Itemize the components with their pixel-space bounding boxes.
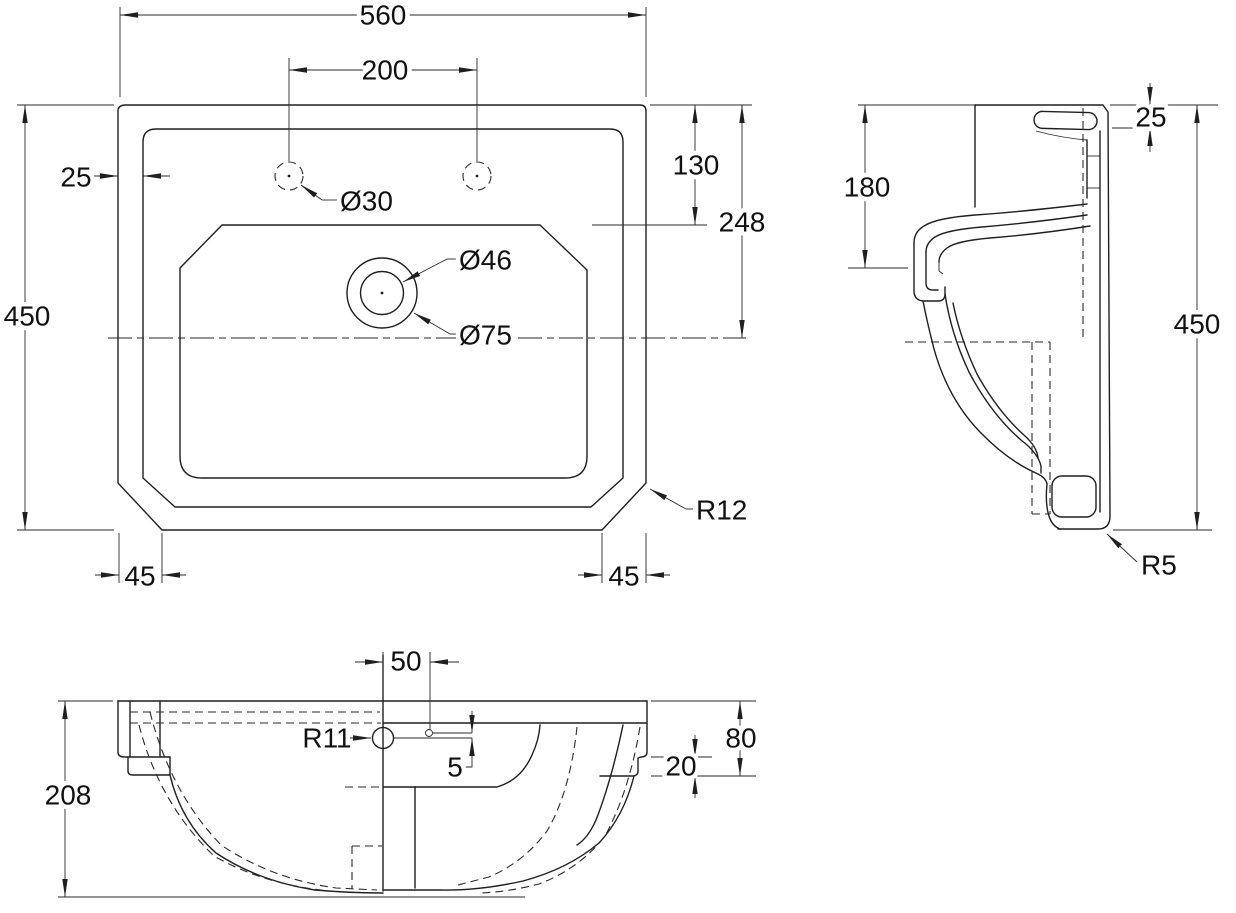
dim-plan-hole-line: 130	[673, 150, 720, 181]
dim-front-overflow-radius: R11	[302, 723, 351, 754]
dim-side-front-height: 180	[844, 172, 891, 203]
dim-plan-depth: 450	[4, 301, 51, 332]
side-back-wall	[974, 104, 1111, 530]
dim-plan-hole-spacing: 200	[362, 55, 409, 86]
dim-plan-chamfer-right: 45	[608, 561, 639, 592]
front-bowl-right	[414, 775, 635, 891]
dim-plan-center-line: 248	[719, 207, 766, 238]
dim-front-rim-band: 80	[725, 723, 756, 754]
dim-front-hole-offset: 5	[447, 752, 463, 783]
side-bowl-mid	[944, 293, 1042, 474]
dim-front-overflow-offset: 50	[390, 646, 421, 677]
front-inner-far-curve	[576, 724, 624, 846]
side-lip-notch	[938, 262, 944, 275]
side-rim-mid	[925, 214, 1088, 253]
front-bowl-left	[169, 774, 384, 894]
front-dimensions: 208 50 R11 5 80 20	[40, 641, 761, 898]
dim-waste-outer-dia: Ø75	[459, 320, 512, 351]
tap-hole-left	[274, 161, 304, 191]
tap-hole-left-center	[287, 174, 291, 178]
front-inner-cut-curve	[414, 724, 541, 788]
dim-corner-radius: R12	[696, 495, 747, 526]
waste-hole-inner	[359, 270, 405, 316]
side-rim-top	[913, 203, 1088, 244]
side-slot	[1033, 110, 1098, 131]
side-section-view	[905, 104, 1111, 530]
tap-hole-right	[462, 161, 492, 191]
front-hidden-bowl-right1	[457, 726, 578, 886]
side-foot-outer	[1045, 483, 1061, 530]
front-hidden-bowl-left2	[138, 724, 342, 893]
dim-tap-hole-dia: Ø30	[340, 186, 393, 217]
overflow-hole	[371, 726, 395, 750]
waste-hole-outer	[346, 257, 418, 329]
dim-side-depth: 450	[1174, 309, 1221, 340]
plan-dimensions: 560 200 25 450 130 248 45	[0, 0, 770, 596]
side-rim-bottom	[938, 225, 1091, 263]
side-slot-neck	[1035, 130, 1088, 141]
dim-plan-edge-offset: 25	[60, 162, 91, 193]
fixing-hole	[425, 729, 433, 737]
side-foot-cavity	[1051, 475, 1097, 518]
side-bowl-outer	[922, 300, 1048, 485]
front-left-ledge	[127, 756, 171, 776]
front-section-view	[117, 654, 648, 894]
dim-side-bottom-radius: R5	[1141, 550, 1177, 581]
dim-plan-width: 560	[360, 0, 407, 31]
plan-rim-outline	[142, 128, 624, 508]
side-dimensions: 25 180 450 R5	[839, 83, 1225, 585]
dim-front-height: 208	[45, 780, 92, 811]
plan-view	[108, 104, 746, 531]
side-bowl-inner	[952, 302, 1039, 459]
plan-bowl-outline	[179, 224, 588, 479]
front-left-profile	[117, 700, 171, 758]
side-front-lip-outer	[913, 242, 946, 302]
waste-hole-center	[380, 291, 384, 295]
dim-front-ledge: 20	[665, 751, 696, 782]
plan-outer-outline	[117, 104, 647, 531]
side-front-lip-inner	[925, 251, 939, 291]
dim-waste-inner-dia: Ø46	[459, 245, 512, 276]
front-right-profile	[599, 700, 648, 777]
tap-hole-right-center	[475, 174, 479, 178]
dim-plan-chamfer-left: 45	[124, 561, 155, 592]
front-hidden-bowl-right2	[479, 726, 641, 894]
dim-side-top-offset: 25	[1135, 102, 1166, 133]
